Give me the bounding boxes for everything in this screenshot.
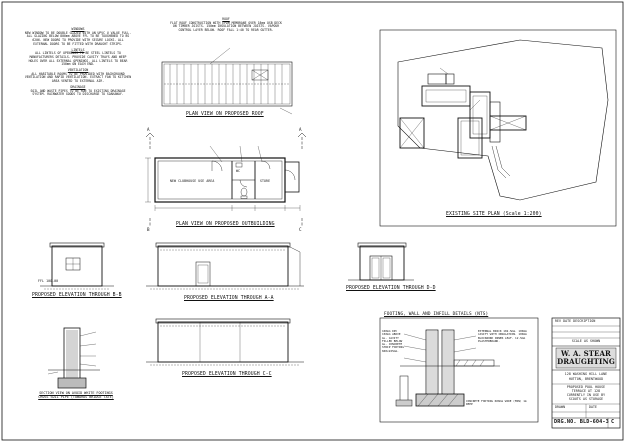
lintels-title: LINTELS <box>71 47 85 52</box>
address-line1: 128 WASHING HILL LANE <box>564 372 608 376</box>
section-view-label: SECTION VIEW ON AVOID WHITE FOOTINGS CRO… <box>38 391 114 399</box>
project-line3: CURRENTLY IN USE BY <box>566 393 606 397</box>
windows-title: WINDOWS <box>71 27 85 31</box>
section-b-drawing <box>40 242 114 290</box>
drainage-title: DRAINAGE <box>70 84 86 89</box>
floor-plan <box>145 132 307 226</box>
site-plan-label: EXISTING SITE PLAN (Scale 1:200) <box>446 212 542 217</box>
client-label: SCALE AS SHOWN <box>571 339 601 343</box>
ventilation-title: VENTILATION <box>67 68 89 73</box>
marker-a-right: A <box>299 127 302 132</box>
footing-detail-label: FOOTING, WALL AND INFILL DETAILS (NTS) <box>384 312 489 317</box>
elevation-d-drawing <box>348 242 414 281</box>
rev-header: REV DATE DESCRIPTION <box>555 319 596 323</box>
marker-a-left: A <box>147 127 150 132</box>
section-c-drawing <box>146 318 304 366</box>
revision-number: C <box>611 419 615 425</box>
plan-roof-label: PLAN VIEW ON PROPOSED ROOF <box>186 112 264 117</box>
company-line1: W. A. STEAR <box>561 349 611 358</box>
drawing-number: DRG.NO. BLD-604-3 <box>554 419 609 425</box>
footing-notes-bottom: CONCRETE FOOTING 600mm WIDE (MIN) 1m DEE… <box>466 399 527 407</box>
section-c-label: PROPOSED ELEVATION THROUGH C-C <box>182 372 272 377</box>
section-view-drawing <box>47 327 100 389</box>
ventilation-text: ALL HABITABLE ROOMS TO BE PROVIDED WITH … <box>24 71 132 84</box>
elevation-d-label: PROPOSED ELEVATION THROUGH D-D <box>346 286 436 291</box>
drawn-label: DRAWN <box>555 405 566 409</box>
room-b-label: WC <box>236 169 241 173</box>
project-line2: TERRACE AT 128 <box>571 389 601 393</box>
drainage-text: SOIL AND WASTE PIPES TO BE RUN TO EXISTI… <box>30 88 126 97</box>
section-a-drawing <box>146 242 304 290</box>
marker-b: B <box>147 227 150 232</box>
marker-c: C <box>299 227 302 232</box>
room-a-label: NEW CLUBHOUSE USE AREA <box>170 179 215 183</box>
footing-detail-drawing <box>379 317 539 423</box>
lintels-text: ALL LINTELS OF OPENINGS TO BE STEEL LINT… <box>28 51 128 67</box>
project-line4: SCOUTS AS STORAGE <box>568 397 604 401</box>
notes-panel: WINDOWS NEW WINDOW TO BE DOUBLE GLAZED W… <box>24 27 132 97</box>
footing-notes-left: 100mm DPC 150mm ABOVE GL. CAVITY FILLED … <box>382 329 404 353</box>
ffl-label: FFL 100.00 <box>38 279 59 283</box>
section-a-label: PROPOSED ELEVATION THROUGH A-A <box>184 296 274 301</box>
room-c-label: STORE <box>260 179 271 183</box>
section-b-label: PROPOSED ELEVATION THROUGH B-B <box>32 293 122 298</box>
roof-plan <box>161 47 293 115</box>
date-label: DATE <box>589 405 598 409</box>
roof-title: ROOF <box>222 17 230 21</box>
address-line2: HUTTON, BRENTWOOD <box>568 377 604 381</box>
footing-notes-right: EXTERNAL BRICK 102.5mm. 100mm CAVITY WIT… <box>478 329 527 343</box>
site-plan <box>379 29 617 227</box>
windows-text: NEW WINDOW TO BE DOUBLE GLAZED WITH AN U… <box>24 30 132 46</box>
title-block-frame <box>551 317 621 429</box>
project-line1: PROPOSED POOL HOUSE <box>566 385 606 389</box>
plan-outbuilding-label: PLAN VIEW ON PROPOSED OUTBUILDING <box>176 222 275 227</box>
company-line2: DRAUGHTING <box>557 357 615 366</box>
roof-text: FLAT ROOF CONSTRUCTION WITH EPDM MEMBRAN… <box>170 20 282 33</box>
roof-notes: ROOF FLAT ROOF CONSTRUCTION WITH EPDM ME… <box>170 17 282 33</box>
